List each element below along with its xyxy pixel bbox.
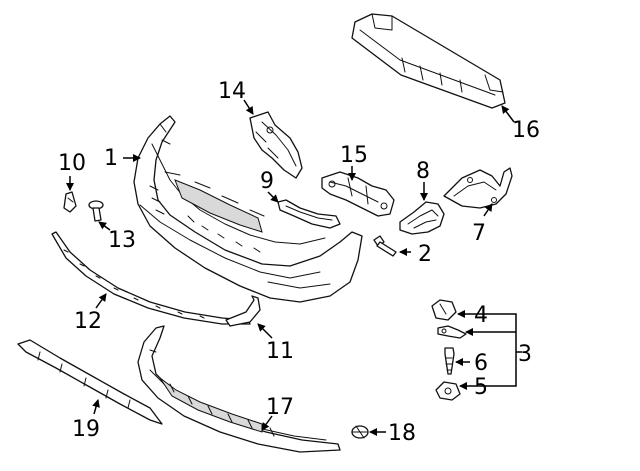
part-3-fastener-kit (437, 325, 467, 339)
part-14-left-bracket (249, 111, 303, 179)
callout-1: 1 (104, 146, 118, 171)
part-6-screw (444, 347, 455, 375)
part-11-end-piece (225, 295, 261, 327)
part-15-mounting-bracket (321, 171, 395, 217)
part-10-clip-strip (63, 191, 77, 213)
callout-2: 2 (418, 242, 432, 267)
callout-14: 14 (218, 79, 246, 104)
part-9-bracket (277, 199, 341, 229)
part-2-bolt (373, 235, 397, 257)
part-13-push-clip (88, 200, 104, 222)
callout-19: 19 (72, 417, 100, 442)
part-4-clip (431, 299, 457, 321)
callout-3: 3 (518, 342, 532, 367)
callout-16: 16 (512, 118, 540, 143)
part-1-bumper-cover (133, 115, 363, 303)
callout-8: 8 (416, 159, 430, 184)
callout-17: 17 (266, 395, 294, 420)
callout-18: 18 (388, 421, 416, 446)
part-7-lower-bracket (443, 167, 513, 209)
callout-9: 9 (260, 169, 274, 194)
part-16-reinforcement-beam (351, 13, 506, 109)
callout-15: 15 (340, 143, 368, 168)
part-8-corner-bracket (399, 201, 445, 235)
callout-7: 7 (472, 221, 486, 246)
callout-12: 12 (74, 309, 102, 334)
part-17-lower-valance (137, 325, 341, 453)
callout-6: 6 (474, 351, 488, 376)
part-5-nut-clip (435, 381, 461, 401)
callout-4: 4 (474, 303, 488, 328)
leader-lines (66, 99, 522, 436)
callout-5: 5 (474, 375, 488, 400)
callout-11: 11 (266, 339, 294, 364)
part-18-push-pin (351, 425, 369, 439)
part-19-lower-strip (17, 339, 163, 425)
callout-13: 13 (108, 228, 136, 253)
callout-10: 10 (58, 151, 86, 176)
